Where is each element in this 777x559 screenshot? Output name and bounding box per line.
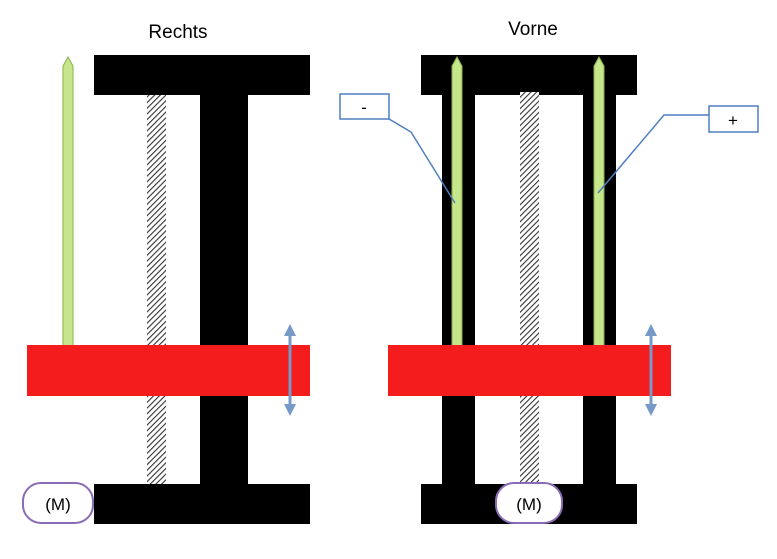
side-frame-column	[200, 94, 248, 486]
side-lead-screw	[147, 92, 166, 486]
side-view: Rechts (M)	[22, 22, 310, 524]
front-carriage	[388, 345, 671, 396]
plus-label: +	[728, 111, 738, 130]
side-view-title: Rechts	[148, 22, 207, 43]
side-carriage	[27, 345, 310, 396]
side-motor-label: (M)	[45, 495, 70, 514]
front-view: Vorne - + (M)	[339, 19, 759, 524]
front-motor-label: (M)	[516, 495, 541, 514]
side-guide-rail	[62, 55, 74, 349]
front-view-title: Vorne	[508, 19, 558, 40]
front-plus-callout: +	[597, 105, 759, 194]
front-lead-screw	[520, 92, 539, 486]
minus-label: -	[361, 98, 367, 117]
side-frame-bottom-plate	[94, 484, 310, 524]
side-motor-bubble	[22, 482, 94, 524]
front-guide-rail-left	[451, 55, 463, 349]
front-minus-callout: -	[339, 93, 456, 204]
side-frame-top-plate	[94, 55, 310, 95]
front-motor-bubble	[495, 482, 563, 524]
front-guide-rail-right	[593, 55, 605, 349]
